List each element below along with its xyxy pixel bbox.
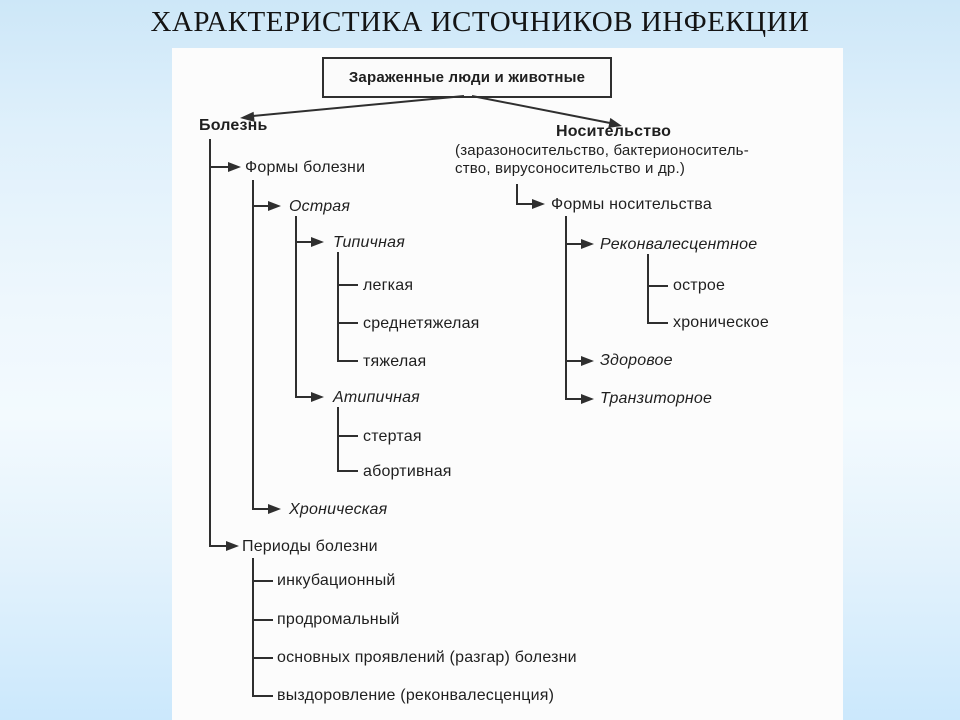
arrow-right-icon <box>311 392 324 402</box>
connector <box>337 470 358 472</box>
connector <box>565 360 581 362</box>
connector <box>516 203 532 205</box>
node-main-manifestations: основных проявлений (разгар) болезни <box>277 649 577 666</box>
connector <box>565 216 567 400</box>
slide-title: ХАРАКТЕРИСТИКА ИСТОЧНИКОВ ИНФЕКЦИИ <box>150 6 810 38</box>
diagram-panel <box>172 48 843 720</box>
connector <box>337 252 339 362</box>
node-healthy: Здоровое <box>600 352 673 369</box>
arrow-right-icon <box>268 201 281 211</box>
node-transitory: Транзиторное <box>600 390 713 407</box>
connector <box>337 284 358 286</box>
node-incubation: инкубационный <box>277 572 396 589</box>
node-abortive: абортивная <box>363 463 452 480</box>
connector <box>516 184 518 205</box>
node-erased: стертая <box>363 428 422 445</box>
connector <box>252 508 268 510</box>
connector <box>209 139 211 547</box>
node-recovery: выздоровление (реконвалесценция) <box>277 687 555 704</box>
connector <box>565 398 581 400</box>
node-severe: тяжелая <box>363 353 427 370</box>
node-carriage-acute: острое <box>673 277 726 294</box>
connector <box>209 166 228 168</box>
arrow-right-icon <box>268 504 281 514</box>
arrow-right-icon <box>311 237 324 247</box>
connector <box>337 435 358 437</box>
node-prodromal: продромальный <box>277 611 400 628</box>
connector <box>209 545 226 547</box>
arrow-right-icon <box>581 394 594 404</box>
connector <box>252 580 273 582</box>
connector <box>295 396 311 398</box>
connector <box>337 322 358 324</box>
connector <box>252 657 273 659</box>
arrow-right-icon <box>226 541 239 551</box>
node-atypical: Атипичная <box>333 389 420 406</box>
node-disease-forms: Формы болезни <box>245 159 366 176</box>
arrow-right-icon <box>581 356 594 366</box>
connector <box>337 407 339 471</box>
node-disease: Болезнь <box>199 117 268 134</box>
root-box-label: Зараженные люди и животные <box>348 69 586 86</box>
node-convalescent: Реконвалесцентное <box>600 236 758 253</box>
node-carriage-chronic: хроническое <box>673 314 769 331</box>
carriage-subtitle-line2: ство, вирусоносительство и др.) <box>455 160 686 177</box>
connector <box>252 180 254 510</box>
connector <box>337 360 358 362</box>
connector <box>252 695 273 697</box>
connector <box>647 254 649 324</box>
connector <box>252 558 254 697</box>
node-moderate: среднетяжелая <box>363 315 480 332</box>
connector <box>647 322 668 324</box>
arrow-right-icon <box>581 239 594 249</box>
connector <box>295 241 311 243</box>
carriage-subtitle-line1: (заразоносительство, бактерионоситель- <box>455 142 749 159</box>
node-disease-periods: Периоды болезни <box>242 538 378 555</box>
connector <box>565 243 581 245</box>
node-carriage: Носительство <box>556 123 672 140</box>
node-acute: Острая <box>289 198 351 215</box>
node-root-infected-people-animals: Зараженные люди и животные <box>322 57 612 98</box>
connector <box>295 216 297 398</box>
arrow-right-icon <box>532 199 545 209</box>
arrow-right-icon <box>228 162 241 172</box>
connector <box>252 619 273 621</box>
node-mild: легкая <box>363 277 414 294</box>
node-typical: Типичная <box>333 234 405 251</box>
connector <box>647 285 668 287</box>
node-carriage-forms: Формы носительства <box>551 196 712 213</box>
node-chronic: Хроническая <box>289 501 388 518</box>
connector <box>252 205 268 207</box>
